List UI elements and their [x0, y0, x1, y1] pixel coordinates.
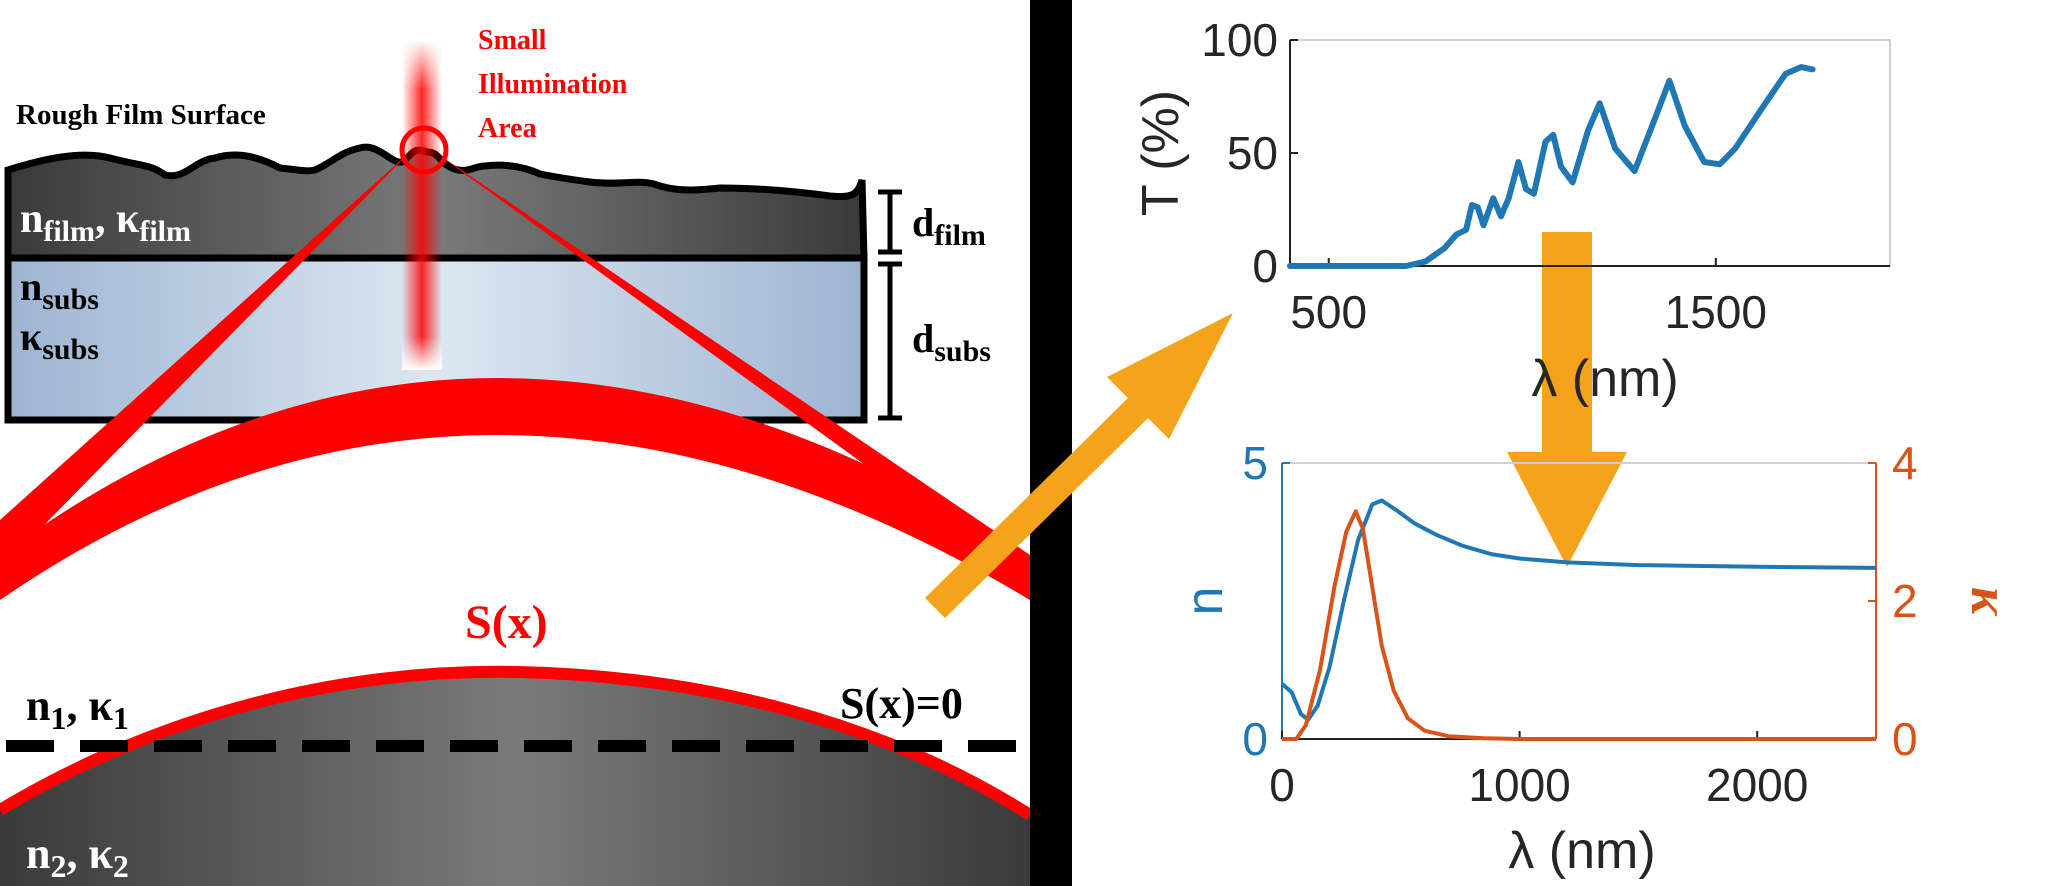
chart2-ytick-right-label: 0 — [1892, 713, 1918, 765]
chart1-xlabel: λ (nm) — [1531, 350, 1678, 408]
film-index-label: nfilm, κfilm — [20, 196, 191, 248]
optical-constants-chart: 0 1000 2000 0 5 0 2 4 λ (nm) n κ — [1176, 437, 2020, 880]
transmission-series-line — [1287, 64, 1816, 269]
chart2-ytick-left-label: 0 — [1242, 713, 1268, 765]
chart1-ylabel: T (%) — [1132, 90, 1190, 216]
illumination-label-3: Area — [478, 113, 537, 144]
illumination-label-2: Illumination — [478, 69, 628, 100]
lens-arc-band — [0, 378, 1030, 600]
d-subs-marker — [878, 261, 902, 421]
chart2-ytick-right-label: 4 — [1892, 437, 1918, 489]
d-film-label: dfilm — [912, 200, 986, 252]
chart2-xtick-label: 2000 — [1706, 759, 1808, 811]
chart2-xtick-label: 0 — [1269, 759, 1295, 811]
transmission-chart: 500 1500 0 50 100 λ (nm) T (%) — [1132, 14, 1891, 408]
s-zero-label: S(x)=0 — [840, 679, 963, 728]
chart2-ytick-left-label: 5 — [1242, 437, 1268, 489]
d-subs-label: dsubs — [912, 316, 991, 368]
subs-k-label: κsubs — [20, 314, 99, 366]
chart1-ytick-label: 0 — [1252, 240, 1278, 292]
chart2-ylabel-right: κ — [1960, 587, 2020, 617]
medium1-label: n1, κ1 — [26, 681, 129, 736]
kappa-series-line — [1282, 509, 1876, 741]
surface-profile-line — [0, 665, 1034, 821]
left-schematic: Rough Film Surface Small Illumination Ar… — [0, 25, 1034, 886]
s-of-x-label: S(x) — [465, 596, 548, 649]
chart1-xtick-label: 1500 — [1665, 286, 1767, 338]
illumination-label-1: Small — [478, 25, 547, 56]
panel-divider — [1030, 0, 1072, 886]
chart2-ylabel-left: n — [1176, 587, 1234, 616]
reflected-beam-left — [0, 150, 412, 570]
medium2-label: n2, κ2 — [26, 829, 129, 884]
diagonal-arrow — [925, 313, 1233, 618]
d-film-marker — [878, 189, 902, 255]
chart1-xtick-label: 500 — [1290, 286, 1367, 338]
chart2-ytick-right-label: 2 — [1892, 575, 1918, 627]
vertical-arrow — [1507, 232, 1627, 567]
illumination-spot — [399, 125, 449, 175]
chart1-ytick-label: 50 — [1227, 127, 1278, 179]
rough-surface-label: Rough Film Surface — [16, 99, 266, 131]
chart1-ytick-label: 100 — [1201, 14, 1278, 66]
subs-n-label: nsubs — [20, 264, 99, 316]
chart2-xlabel: λ (nm) — [1508, 822, 1655, 880]
surface-profile-body — [0, 671, 1030, 886]
chart2-xtick-label: 1000 — [1468, 759, 1570, 811]
